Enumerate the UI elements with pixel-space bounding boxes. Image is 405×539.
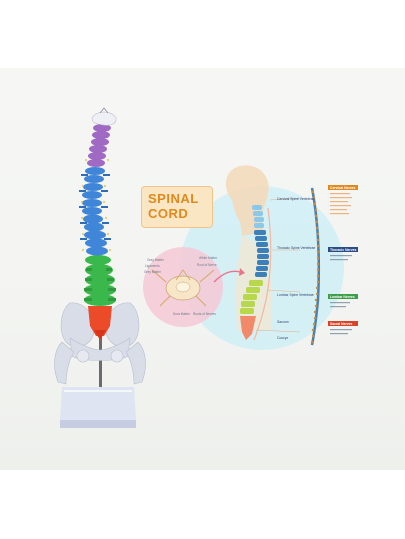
region-label-thoracic: Thoracic Spine Vertebrae [277, 246, 315, 250]
xs-label-roots-of-nerves: Roots of Nerves [193, 312, 216, 316]
xs-label-white-matter: White Matter [199, 256, 218, 260]
xs-label-ligaments: Ligaments [145, 264, 160, 268]
region-label-lumbar: Lumbar Spine Vertebrae [277, 293, 314, 297]
cross-section-labels: Gray Matter Ligaments Grey Matter White … [144, 256, 218, 316]
model-thoracic [82, 167, 108, 256]
spinal-cord-line [253, 207, 272, 341]
model-sacrum [88, 306, 112, 336]
xs-label-dura-matter: Dura Matter [173, 312, 191, 316]
stand-base [60, 387, 136, 428]
xs-label-gray-matter: Gray Matter [147, 258, 165, 262]
nerve-ladder [310, 187, 320, 346]
pointer-arrow [213, 270, 241, 283]
infographic-spine [240, 205, 272, 341]
spine-model [54, 107, 146, 428]
cervical-stack [252, 205, 264, 228]
nerve-group-cervical: Cervical Nerves [330, 186, 356, 190]
lumbar-stack [240, 280, 263, 314]
title-line-1: SPINAL [148, 191, 199, 206]
region-labels: Cervical Spine Vertebrae Thoracic Spine … [277, 197, 315, 340]
spinal-cord-title: SPINAL CORD [141, 186, 213, 228]
cross-section-diagram [151, 269, 215, 307]
region-label-sacrum: Sacrum [277, 320, 289, 324]
model-lumbar [84, 255, 116, 306]
thoracic-stack [254, 230, 269, 277]
model-atlas [91, 111, 117, 126]
sacrum-shape [240, 316, 256, 340]
model-cervical [87, 124, 111, 167]
xs-label-grey-matter: Grey Matter [144, 270, 162, 274]
region-label-coccyx: Coccyx [277, 336, 288, 340]
nerve-group-sacral: Sacral Nerves [330, 322, 353, 326]
region-label-cervical: Cervical Spine Vertebrae [277, 197, 315, 201]
xs-label-root-of-nerve: Root of Nerve [197, 263, 217, 267]
nerve-group-tags: Cervical Nerves Thoracic Nerves Lumbar N… [328, 185, 358, 326]
pelvis [54, 302, 146, 385]
nerve-group-lumbar: Lumbar Nerves [330, 295, 355, 299]
title-line-2: CORD [148, 206, 189, 221]
nerve-group-thoracic: Thoracic Nerves [330, 248, 356, 252]
